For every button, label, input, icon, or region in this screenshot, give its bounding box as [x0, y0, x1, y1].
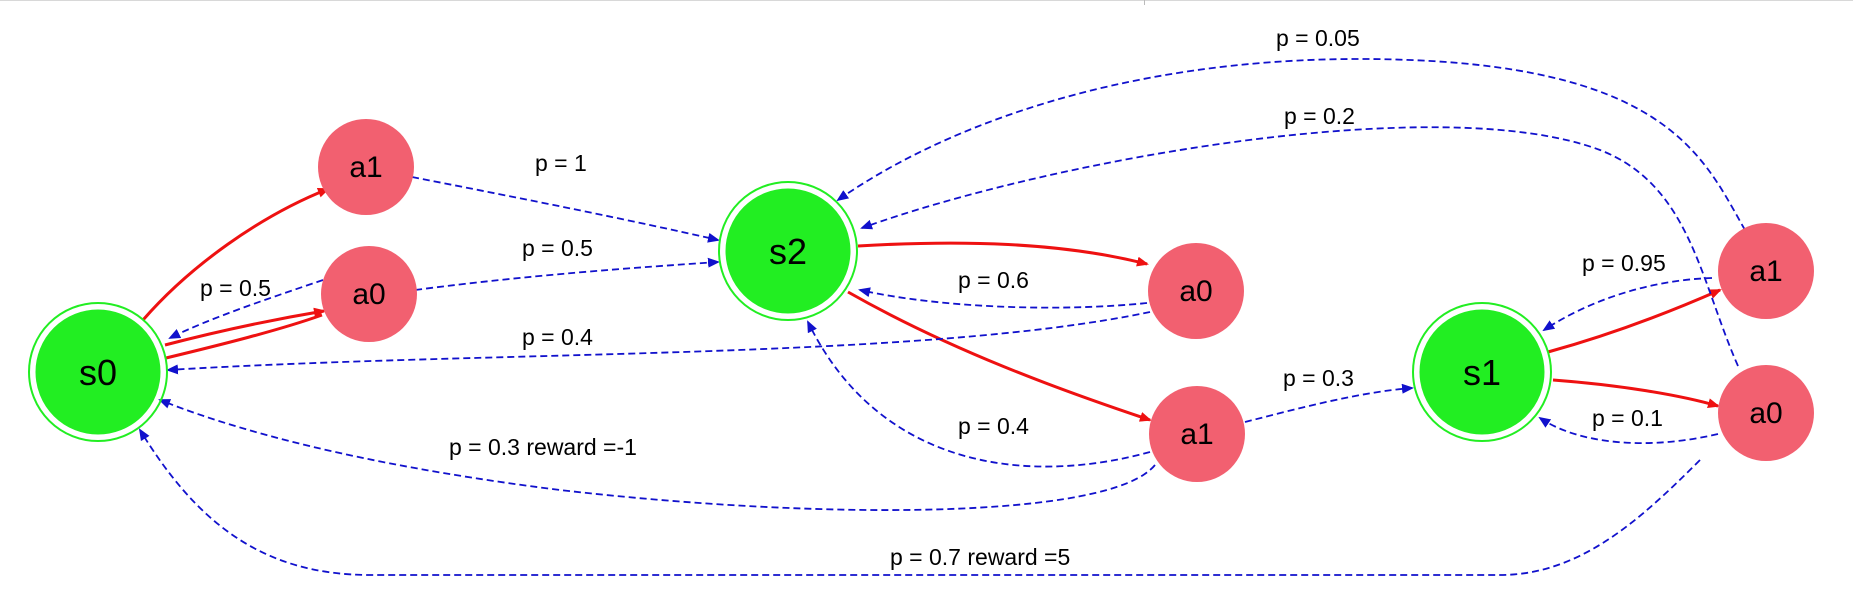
action-s0-a0-label: a0	[352, 278, 385, 311]
top-border	[0, 0, 1853, 1]
label-s2a1-to-s2: p = 0.4	[958, 413, 1029, 439]
action-edges	[141, 187, 1722, 422]
edge-s2a1-to-s2	[807, 320, 1151, 468]
state-s0: s0	[28, 302, 168, 442]
edge-s1-to-a1	[1547, 288, 1722, 354]
edge-labels: p = 1 p = 0.5 p = 0.5 p = 0.6 p = 0.4 p …	[200, 25, 1666, 570]
label-s1a1-to-s1: p = 0.95	[1582, 250, 1666, 276]
label-s0a1-to-s2: p = 1	[535, 150, 587, 176]
edge-s0-to-a0-back	[165, 313, 323, 360]
state-s1-label: s1	[1463, 352, 1501, 393]
edge-s1a1-to-s1	[1542, 277, 1713, 332]
edge-s1a0-to-s2	[860, 126, 1739, 367]
action-s2-a1: a1	[1149, 386, 1245, 482]
edge-s0a1-to-s2	[411, 176, 720, 243]
action-s1-a1: a1	[1718, 223, 1814, 319]
label-s1a1-to-s2: p = 0.05	[1276, 25, 1360, 51]
edge-s2a1-to-s0	[158, 399, 1156, 511]
edge-s0-to-a0	[164, 307, 326, 347]
action-s2-a0-label: a0	[1179, 275, 1212, 308]
edge-s0-to-a1	[141, 187, 330, 321]
edge-s0a0-to-s2	[414, 257, 720, 291]
state-s1: s1	[1412, 302, 1552, 442]
edge-s2a0-to-s0	[166, 311, 1151, 375]
state-s0-label: s0	[79, 352, 117, 393]
action-s0-a1: a1	[318, 119, 414, 215]
label-s2a0-to-s2: p = 0.6	[958, 267, 1029, 293]
label-s2a1-to-s1: p = 0.3	[1283, 365, 1354, 391]
label-s2a0-to-s0: p = 0.4	[522, 324, 593, 350]
action-s1-a0: a0	[1718, 365, 1814, 461]
edge-s2a0-to-s2	[858, 287, 1148, 309]
edge-s0a0-to-s0	[168, 279, 324, 339]
label-s0a0-to-s2: p = 0.5	[522, 235, 593, 261]
label-s1a0-to-s0: p = 0.7 reward =5	[890, 544, 1070, 570]
label-s1a0-to-s1: p = 0.1	[1592, 405, 1663, 431]
edge-s2-to-a1	[847, 290, 1152, 422]
state-s2-label: s2	[769, 231, 807, 272]
action-s2-a1-label: a1	[1180, 418, 1213, 451]
edge-s1-to-a0	[1552, 378, 1720, 409]
action-s1-a0-label: a0	[1749, 397, 1782, 430]
label-s2a1-to-s0: p = 0.3 reward =-1	[449, 434, 637, 460]
edge-s1a1-to-s2	[836, 58, 1746, 231]
label-s0a0-to-s0: p = 0.5	[200, 275, 271, 301]
action-s0-a0: a0	[321, 246, 417, 342]
transition-edges	[138, 58, 1746, 576]
edge-s2-to-a0	[857, 241, 1149, 267]
state-s2: s2	[718, 181, 858, 321]
top-tick	[1144, 0, 1145, 5]
action-s2-a0: a0	[1148, 243, 1244, 339]
label-s1a0-to-s2: p = 0.2	[1284, 103, 1355, 129]
edge-s1a0-to-s1	[1538, 416, 1719, 444]
action-s0-a1-label: a1	[349, 151, 382, 184]
action-s1-a1-label: a1	[1749, 255, 1782, 288]
edge-s2a1-to-s1	[1244, 383, 1414, 423]
edge-s1a0-to-s0	[138, 428, 1701, 576]
